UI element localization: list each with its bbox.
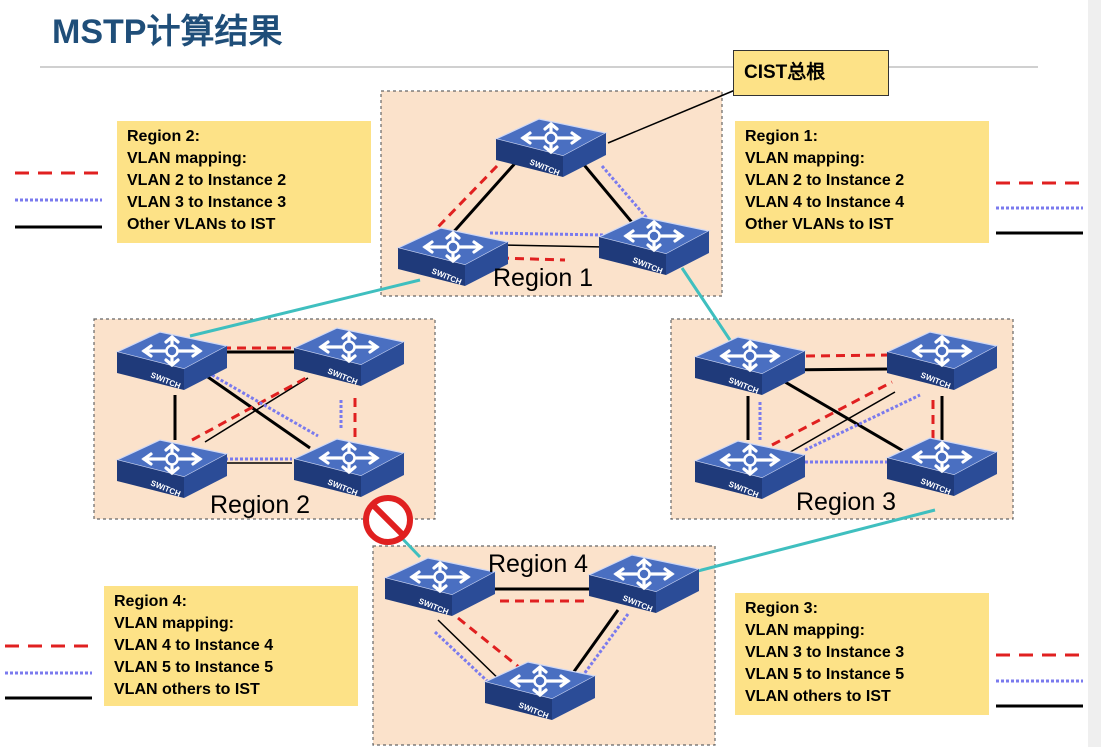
legend-line: VLAN 2 to Instance 2 [127, 172, 287, 189]
region-2-links [173, 346, 357, 464]
page-title: MSTP计算结果 [52, 13, 283, 51]
callout-pointer [607, 87, 741, 144]
legend-line: VLAN mapping: [127, 150, 247, 167]
region-2-legend: Region 2: VLAN mapping: VLAN 2 to Instan… [117, 121, 371, 243]
blocked-port-icon [363, 495, 413, 545]
region-1-links [435, 158, 654, 262]
legend-lines-right-top [996, 181, 1083, 235]
title-divider [40, 66, 1038, 68]
region-3-legend: Region 3: VLAN mapping: VLAN 3 to Instan… [735, 593, 989, 715]
slide-edge [1088, 0, 1101, 747]
legend-line: Region 2: [127, 128, 200, 145]
legend-line: Region 3: [745, 600, 818, 617]
legend-lines-right-bottom [996, 653, 1083, 708]
legend-line: VLAN mapping: [745, 150, 865, 167]
region-label: Region 3 [796, 488, 897, 516]
legend-lines-left-bottom [5, 644, 92, 700]
region-1-legend: Region 1: VLAN mapping: VLAN 2 to Instan… [735, 121, 989, 243]
legend-line: VLAN others to IST [745, 688, 891, 705]
legend-line: VLAN others to IST [114, 681, 260, 698]
region-label: Region 2 [210, 491, 311, 519]
legend-line: Other VLANs to IST [127, 216, 276, 233]
legend-line: VLAN mapping: [745, 622, 865, 639]
region-label: Region 1 [493, 264, 594, 292]
region-4-legend: Region 4: VLAN mapping: VLAN 4 to Instan… [104, 586, 358, 706]
region-label: Region 4 [488, 550, 589, 578]
legend-line: VLAN 4 to Instance 4 [114, 637, 274, 654]
cist-root-callout: CIST总根 [733, 50, 889, 96]
legend-line: VLAN 2 to Instance 2 [745, 172, 905, 189]
legend-line: VLAN 4 to Instance 4 [745, 194, 905, 211]
legend-line: VLAN 5 to Instance 5 [114, 659, 274, 676]
legend-line: VLAN 5 to Instance 5 [745, 666, 905, 683]
legend-line: VLAN 3 to Instance 3 [127, 194, 287, 211]
region-4-links [433, 587, 630, 697]
legend-line: Other VLANs to IST [745, 216, 894, 233]
legend-line: VLAN 3 to Instance 3 [745, 644, 905, 661]
legend-line: Region 1: [745, 128, 818, 145]
legend-line: Region 4: [114, 593, 187, 610]
legend-line: VLAN mapping: [114, 615, 234, 632]
legend-lines-left-top [15, 171, 102, 229]
